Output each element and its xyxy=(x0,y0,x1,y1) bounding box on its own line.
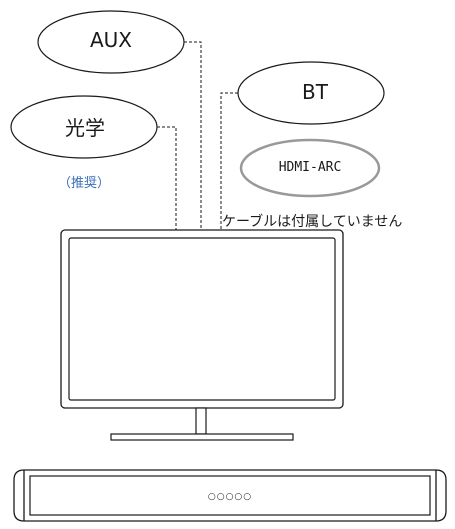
tv-base xyxy=(110,433,294,441)
optical-cable-line xyxy=(157,126,177,230)
soundbar: ○○○○○ xyxy=(13,469,447,522)
tv xyxy=(60,229,344,441)
tv-neck xyxy=(195,407,207,435)
soundbar-grille xyxy=(29,475,431,516)
hdmi-arc-label: HDMI-ARC xyxy=(278,160,342,175)
tv-screen xyxy=(68,237,336,401)
bt-cable-line xyxy=(220,92,238,230)
aux-label: AUX xyxy=(89,28,133,52)
bt-label: BT xyxy=(302,80,328,104)
aux-cable-line xyxy=(184,41,202,230)
optical-label: 光学 xyxy=(65,116,105,140)
soundbar-indicator-lights: ○○○○○ xyxy=(208,492,252,502)
recommended-label: （推奨） xyxy=(57,176,110,191)
hdmi-arc-bubble xyxy=(239,138,381,198)
cable-not-included-note: ケーブルは付属していません xyxy=(222,214,403,230)
